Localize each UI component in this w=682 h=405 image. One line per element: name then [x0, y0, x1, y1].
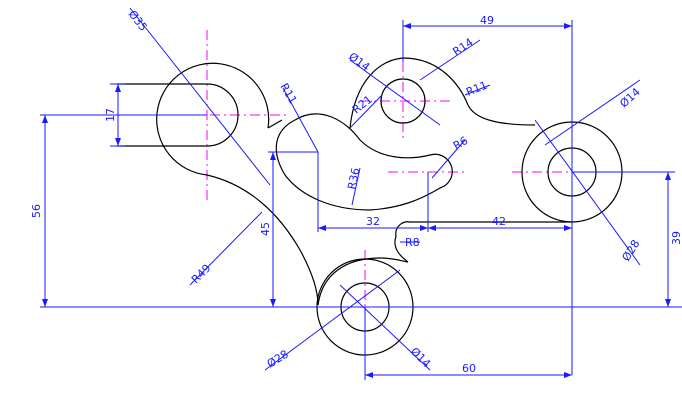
label-d14-bottom: Ø14 [408, 345, 433, 370]
top-boss-inner-circle [380, 78, 426, 124]
arrowheads [42, 23, 671, 378]
label-r36: R36 [345, 167, 362, 191]
top-to-right-link [467, 104, 536, 126]
left-slot [117, 83, 239, 147]
label-45: 45 [259, 222, 272, 236]
lower-right-link [394, 221, 572, 263]
central-slot-shape [275, 113, 453, 211]
label-r21: R21 [350, 93, 375, 117]
bottom-boss-top-link [317, 257, 409, 306]
label-60: 60 [462, 362, 476, 375]
label-r11-left: R11 [277, 81, 299, 106]
label-r8: R8 [405, 236, 420, 249]
label-r14: R14 [450, 36, 475, 59]
label-r6: R6 [451, 134, 470, 153]
label-r11-top: R11 [464, 79, 489, 99]
label-42: 42 [492, 215, 506, 228]
label-49: 49 [480, 14, 494, 27]
label-17: 17 [104, 108, 117, 122]
dimension-labels: Ø35 17 56 45 R11 R21 R36 32 R49 Ø14 R14 … [30, 8, 682, 375]
r49-blend-curve [206, 174, 319, 306]
label-56: 56 [30, 204, 43, 218]
label-d35: Ø35 [126, 8, 150, 34]
label-39: 39 [670, 231, 682, 245]
label-d14-top: Ø14 [346, 50, 372, 74]
dimension-lines [40, 7, 682, 380]
label-d14-right: Ø14 [617, 85, 643, 110]
label-d28-bottom: Ø28 [265, 348, 291, 371]
left-boss-outer-arc [156, 62, 270, 176]
label-32: 32 [366, 215, 380, 228]
upper-link-curve [267, 119, 283, 129]
